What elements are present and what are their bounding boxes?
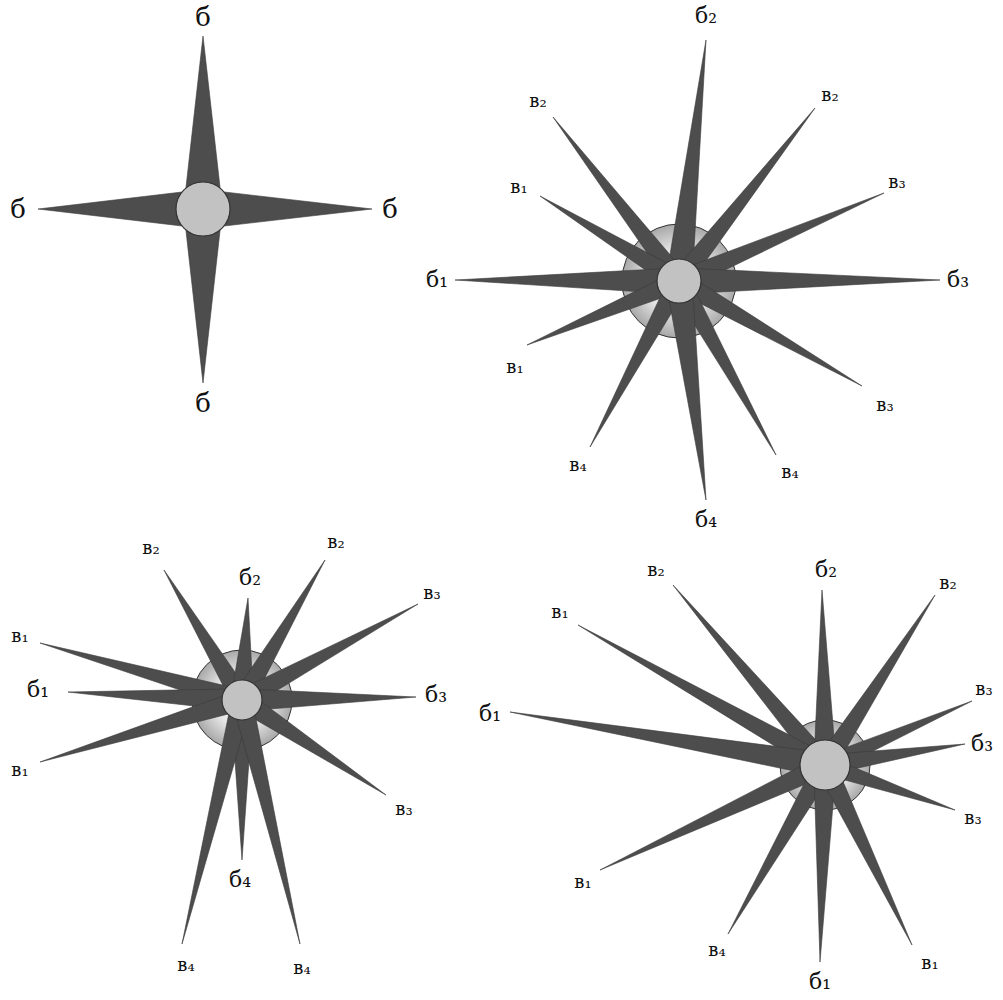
ray-label: б (382, 196, 398, 222)
ray-label: в₁ (921, 954, 938, 972)
ray-label: в₁ (574, 873, 591, 891)
ray-label: в₂ (327, 533, 344, 551)
ray-label: б (195, 4, 211, 30)
star-ray (40, 692, 241, 762)
ray-label: в₃ (888, 173, 905, 191)
star-figure (510, 585, 972, 962)
ray-label: б₁ (426, 269, 448, 291)
ray-label: в₁ (551, 603, 568, 621)
ray-label: б₃ (971, 733, 993, 755)
ray-label: б₃ (947, 269, 969, 291)
ray-label: в₂ (142, 539, 159, 557)
hub-circle (800, 740, 850, 790)
ray-label: в₁ (11, 627, 28, 645)
ray-label: в₂ (821, 86, 838, 104)
ray-label: в₁ (11, 761, 28, 779)
ray-label: б₂ (695, 5, 717, 27)
ray-label: б₃ (425, 684, 447, 706)
ray-label: в₂ (647, 561, 664, 579)
ray-label: б₂ (239, 567, 261, 589)
ray-label: б₂ (815, 559, 837, 581)
star-ray (182, 701, 251, 944)
ray-label: б₁ (27, 679, 49, 701)
star-ray (207, 190, 372, 228)
ray-label: в₄ (177, 956, 194, 974)
star-ray (246, 689, 416, 711)
star-ray (510, 712, 823, 776)
ray-label: б₄ (229, 869, 251, 891)
hub-circle (222, 680, 262, 720)
star-ray (814, 590, 836, 761)
ray-label: в₄ (293, 959, 310, 977)
ray-label: в₂ (939, 574, 956, 592)
ray-label: в₃ (423, 584, 440, 602)
star-ray (184, 213, 222, 383)
ray-label: в₂ (529, 92, 546, 110)
hub-circle (176, 182, 230, 236)
star-ray (553, 117, 684, 284)
ray-label: б (10, 196, 26, 222)
ray-label: в₁ (506, 358, 523, 376)
star-ray (683, 268, 940, 294)
star-ray (38, 190, 199, 228)
ray-label: б (195, 390, 211, 416)
ray-label: в₃ (876, 396, 893, 414)
ray-label: в₃ (975, 680, 992, 698)
ray-label: в₄ (708, 941, 725, 959)
star-ray (233, 702, 300, 944)
star-figure (38, 36, 372, 383)
ray-label: б₁ (809, 971, 831, 993)
star-ray (818, 764, 912, 945)
star-figure (40, 560, 418, 944)
ray-label: б₁ (479, 703, 501, 725)
ray-label: в₃ (964, 809, 981, 827)
ray-label: в₄ (781, 463, 798, 481)
ray-label: в₃ (395, 800, 412, 818)
star-figure (455, 40, 940, 500)
hub-circle (657, 259, 701, 303)
ray-label: б₄ (695, 509, 717, 531)
ray-label: в₁ (510, 178, 527, 196)
ray-label: в₄ (569, 456, 586, 474)
star-ray (184, 36, 222, 205)
star-ray (667, 283, 706, 500)
